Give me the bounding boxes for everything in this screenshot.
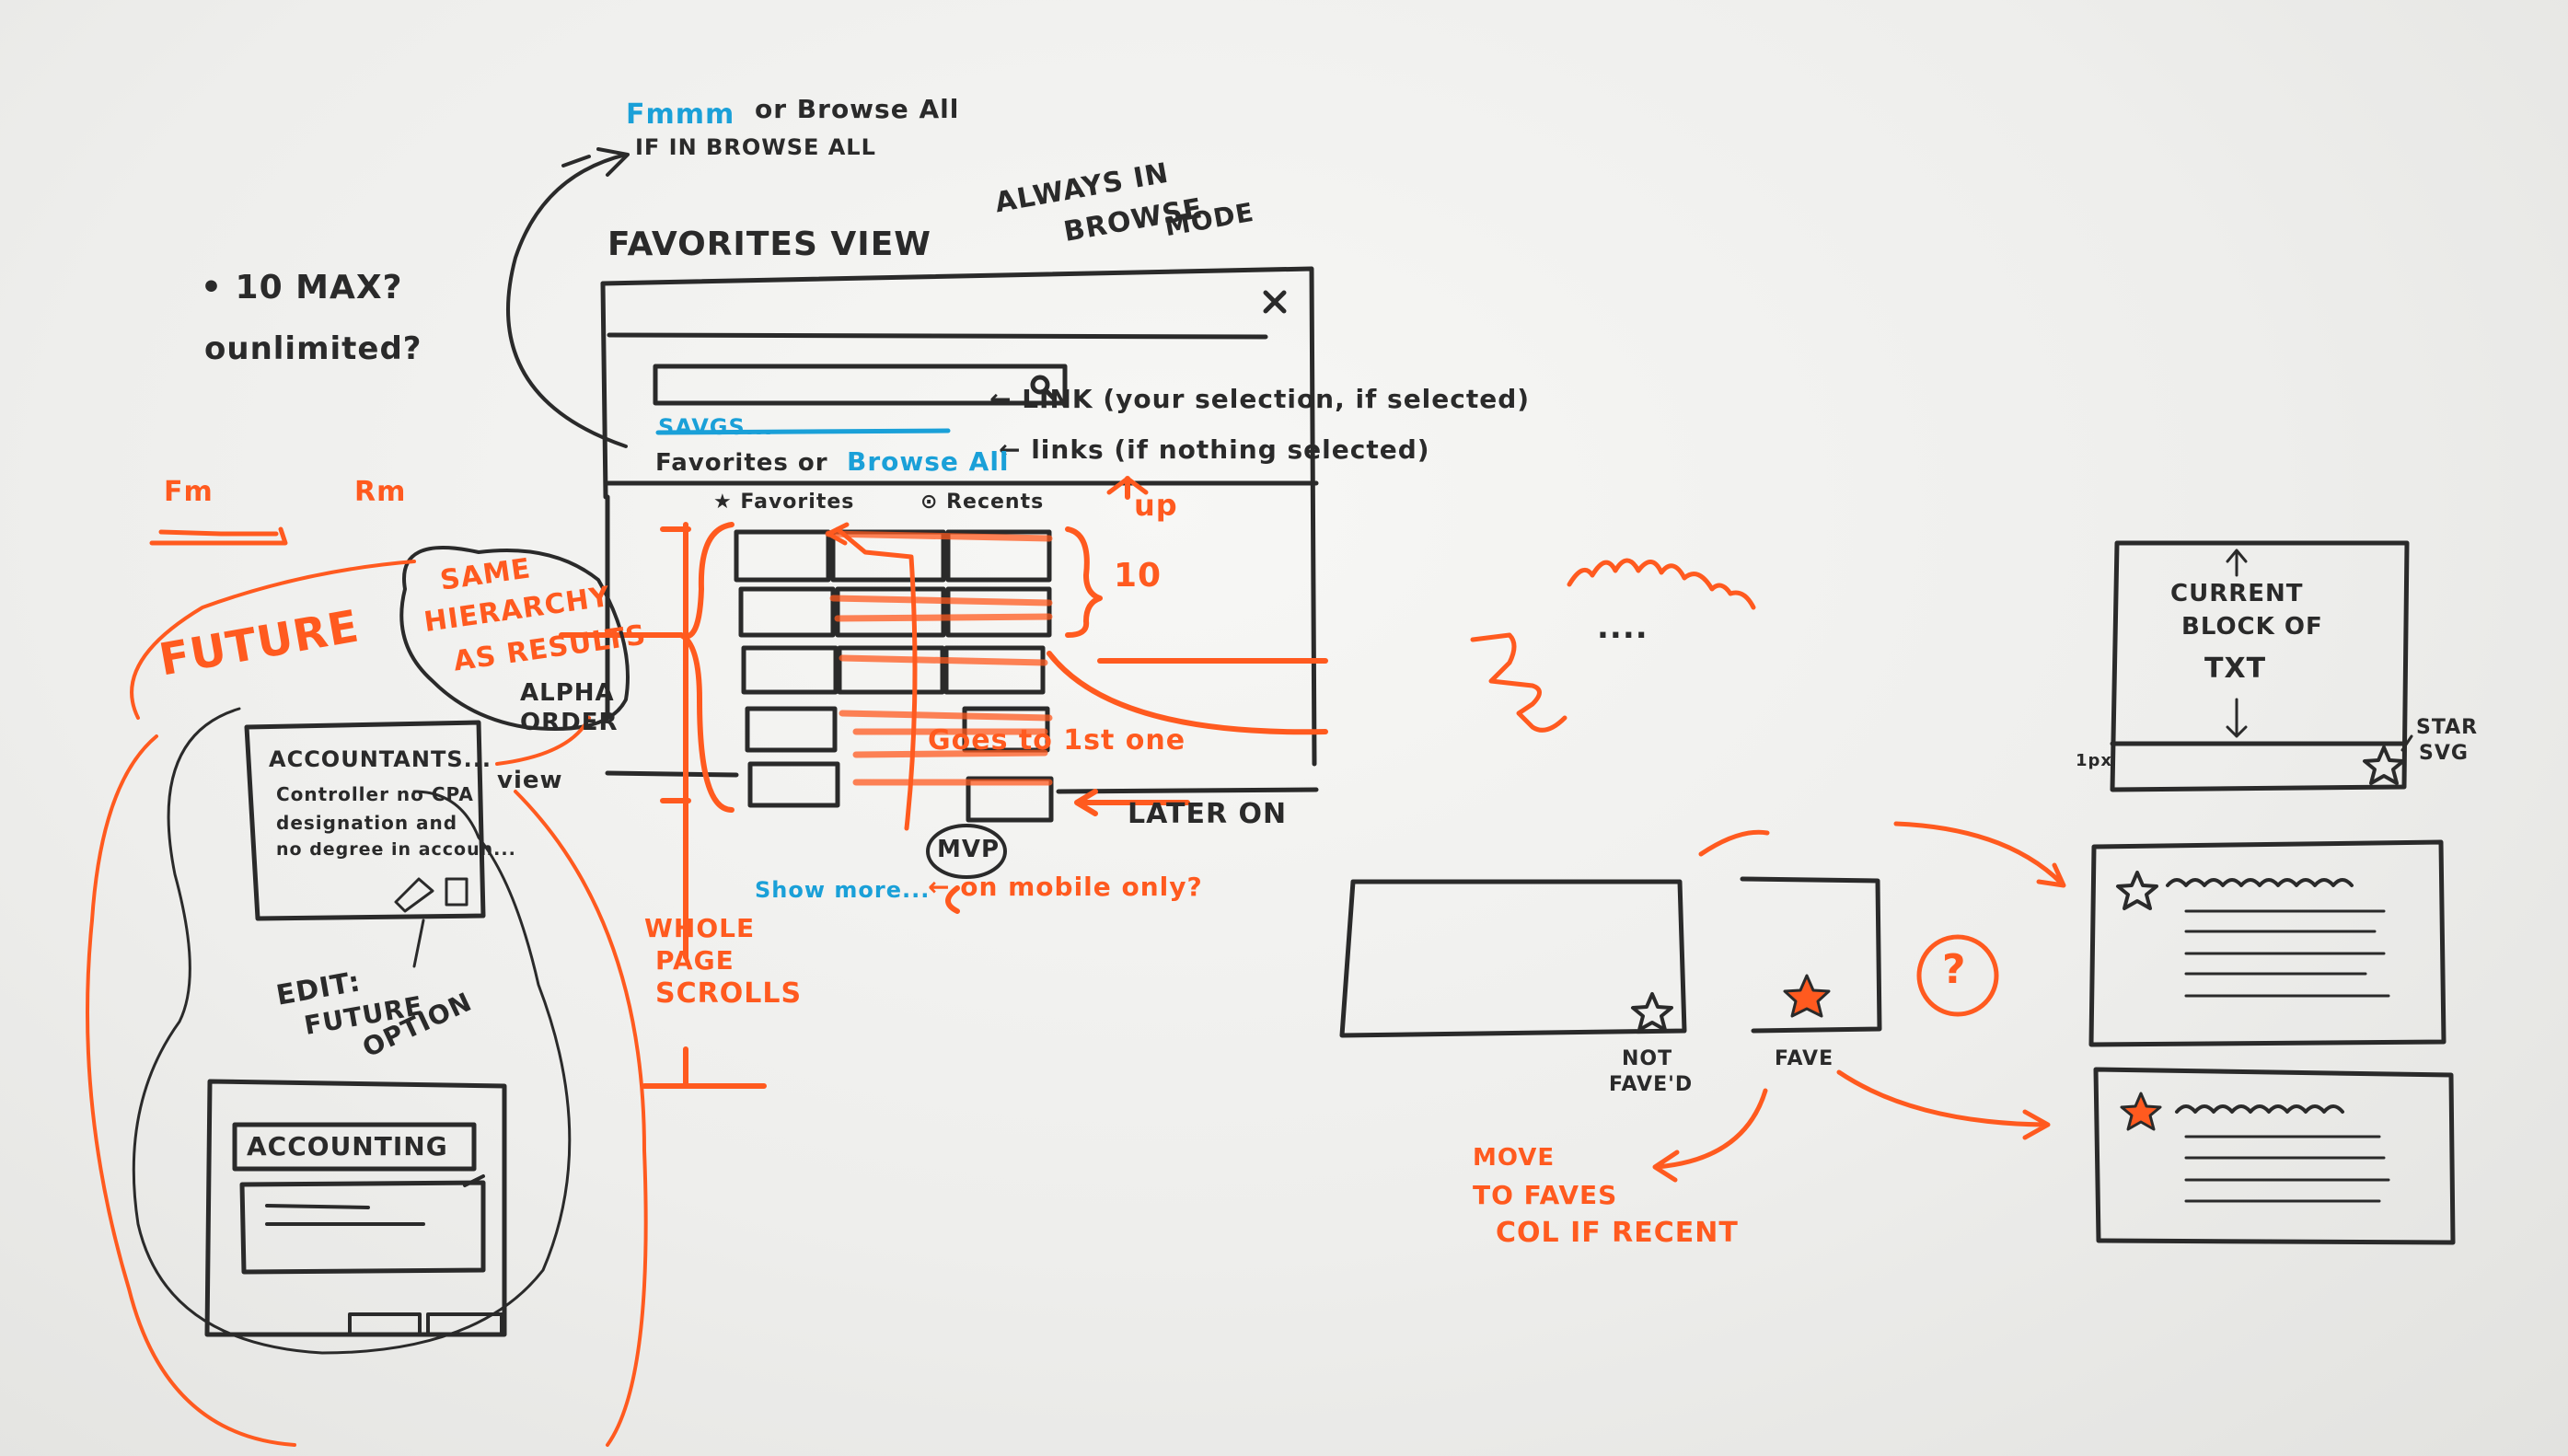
current-3: TXT [2204, 653, 2267, 685]
question-circle [1916, 934, 1999, 1017]
col-favorites-header: ★ Favorites [713, 491, 855, 514]
card-star-filled-icon [2120, 1092, 2162, 1131]
search-icon [1030, 375, 1050, 395]
edit-form-sketch [204, 1079, 507, 1337]
rm-note: Rm [354, 476, 407, 508]
whole-3: SCROLLS [655, 977, 803, 1010]
trash-icon [445, 877, 468, 907]
mvp-label: MVP [937, 836, 1001, 863]
future-outline [132, 707, 572, 1355]
move-3: COL IF RECENT [1496, 1217, 1739, 1249]
saved-underline [655, 428, 951, 435]
browse-all-link[interactable]: Browse All [847, 446, 1010, 477]
card-line-3: no degree in accoun... [276, 839, 516, 860]
result-card-faved [2093, 1067, 2456, 1245]
max-note-2: ounlimited? [204, 330, 422, 367]
empty-star-icon [1631, 992, 1673, 1032]
not-faved-2: FAVE'D [1609, 1073, 1694, 1096]
not-faved-card [1339, 879, 1687, 1038]
star-svg-2: SVG [2419, 742, 2469, 765]
goes-top-note: Goes to 1st one [928, 724, 1186, 757]
star-svg-icon [2363, 745, 2405, 785]
move-1: MOVE [1473, 1144, 1556, 1172]
card-title: ACCOUNTANTS... [269, 746, 492, 772]
mobile-only-note: ← on mobile only? [928, 872, 1203, 902]
up-note: up [1134, 488, 1178, 523]
accounting-field-text: ACCOUNTING [247, 1131, 448, 1161]
show-more-link[interactable]: Show more... [755, 877, 931, 903]
alpha-1: ALPHA [520, 679, 615, 707]
filled-star-icon [1783, 974, 1831, 1018]
links-nothing-note: ← links (if nothing selected) [999, 434, 1430, 465]
later-on-note: LATER ON [1128, 798, 1288, 830]
text-block-card [2110, 540, 2413, 792]
result-card-unfaved [2088, 839, 2447, 1047]
top-link-rest: or Browse All [755, 94, 960, 124]
dots-note: .... [1597, 609, 1648, 646]
current-2: BLOCK OF [2181, 613, 2323, 641]
wavy-line [1567, 558, 1756, 610]
whole-1: WHOLE [644, 913, 756, 943]
link-selection-note: ← LINK (your selection, if selected) [989, 384, 1531, 414]
view-note: view [497, 767, 563, 794]
ten-rows-note: 10 [1114, 557, 1163, 595]
question-mark: ? [1942, 946, 1967, 993]
same-hierarchy-bubble [399, 546, 630, 731]
top-link-blue: Fmmm [626, 98, 735, 131]
favorites-or-label: Favorites or [655, 449, 828, 477]
star-svg-1: STAR [2416, 716, 2479, 739]
alpha-2: ORDER [520, 709, 619, 736]
card-star-outline-icon [2116, 871, 2158, 910]
lightning-scribble [1470, 632, 1567, 733]
px-note: 1px [2076, 751, 2113, 770]
fm-note: Fm [164, 476, 214, 508]
faved-card [1740, 876, 1882, 1034]
favorites-view-modal [600, 266, 1319, 767]
card-line-1: Controller no CPA [276, 783, 474, 805]
close-icon [1263, 290, 1287, 314]
card-line-2: designation and [276, 812, 458, 834]
whole-2: PAGE [655, 945, 735, 976]
not-faved-1: NOT [1622, 1047, 1673, 1070]
current-1: CURRENT [2170, 580, 2304, 607]
edit-pencil-icon [394, 877, 434, 913]
move-2: TO FAVES [1473, 1180, 1618, 1210]
favorites-view-label: FAVORITES VIEW [607, 225, 931, 263]
favorites-table-sketch [605, 529, 1319, 823]
max-note-1: • 10 MAX? [201, 269, 403, 306]
saved-link[interactable]: SAVGS... [658, 414, 774, 440]
top-if-browse: IF IN BROWSE ALL [635, 134, 876, 160]
col-recents-header: ⊙ Recents [920, 491, 1045, 514]
accountants-card [244, 720, 486, 968]
fave-label: FAVE [1775, 1047, 1834, 1070]
mvp-circle [926, 824, 1007, 879]
